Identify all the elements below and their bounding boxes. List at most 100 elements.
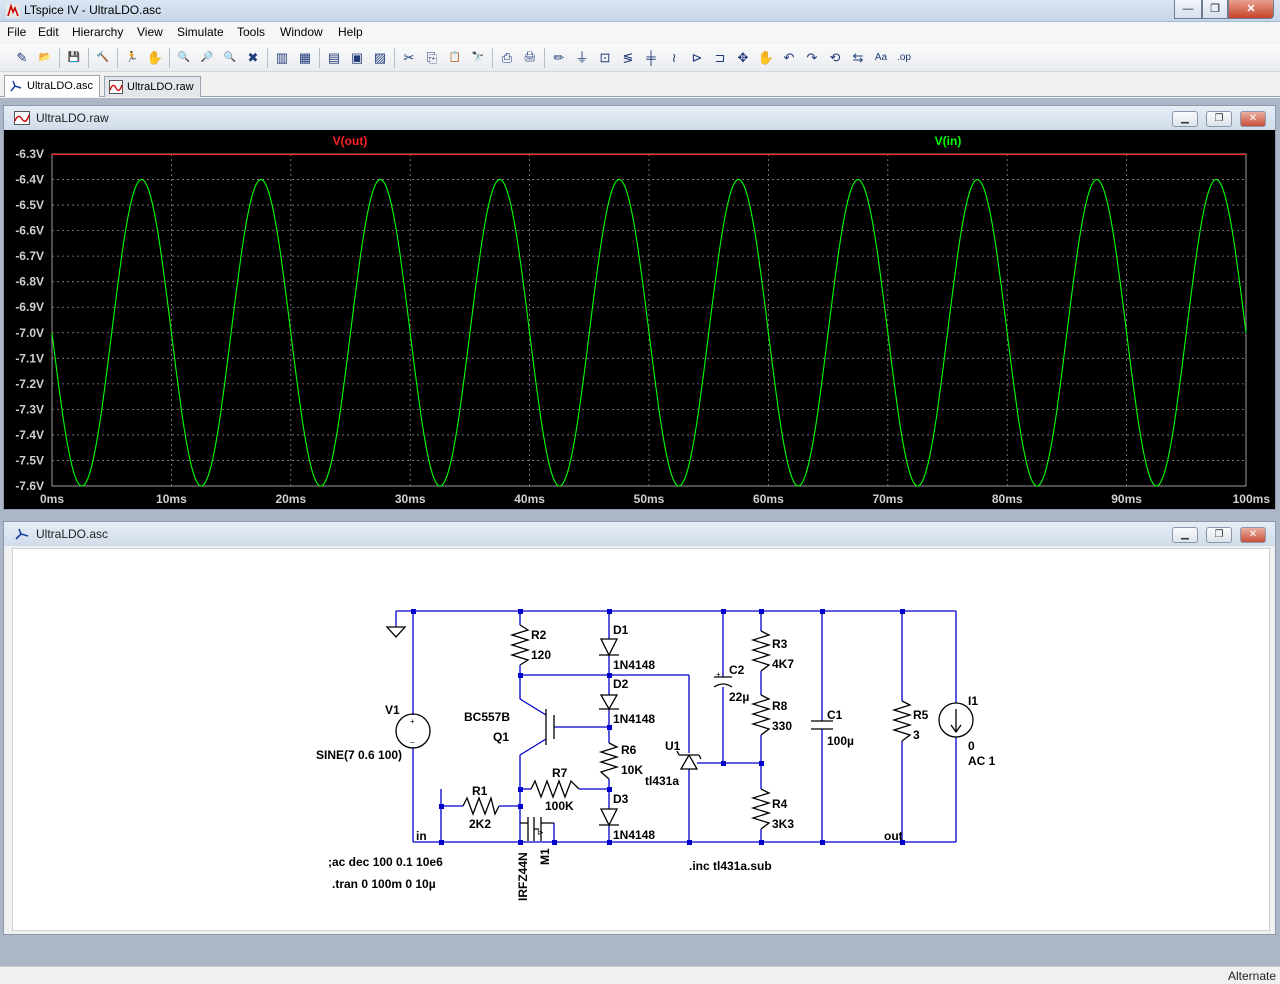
- d1-symbol[interactable]: [599, 638, 619, 657]
- spice-directive-icon[interactable]: .op: [897, 52, 911, 63]
- tile-horizontal-icon[interactable]: ▤: [327, 50, 341, 65]
- ac-directive: ;ac dec 100 0.1 10e6: [328, 855, 443, 869]
- tab-ultraldo-raw[interactable]: UltraLDO.raw: [104, 76, 201, 97]
- component-labels: V1 SINE(7 0.6 100) R2 120 D1 1N4148 D2 1…: [316, 623, 996, 901]
- print-icon[interactable]: 🖨: [523, 52, 537, 63]
- drag-icon[interactable]: ✋: [757, 50, 775, 65]
- tran-directive: .tran 0 100m 0 10µ: [332, 877, 436, 891]
- text-icon[interactable]: Aa: [874, 52, 888, 63]
- autorange-icon[interactable]: ▥: [275, 50, 289, 65]
- r3-symbol[interactable]: [750, 630, 772, 672]
- inc-directive: .inc tl431a.sub: [689, 859, 772, 873]
- x-tick-label: 40ms: [514, 492, 545, 506]
- r8-symbol[interactable]: [750, 694, 772, 736]
- ground-icon[interactable]: ⏚: [575, 50, 589, 65]
- resistor-icon[interactable]: ≶: [622, 50, 634, 65]
- open-icon[interactable]: 📂: [38, 52, 52, 63]
- menu-bar: File Edit Hierarchy View Simulate Tools …: [0, 22, 1280, 42]
- c1-symbol[interactable]: [811, 720, 833, 730]
- zoom-out-icon[interactable]: 🔍: [223, 52, 237, 63]
- minimize-button[interactable]: —: [1174, 0, 1202, 19]
- close-windows-icon[interactable]: ▨: [373, 50, 387, 65]
- find-icon[interactable]: 🔭: [471, 52, 485, 63]
- diode-icon[interactable]: ⊳: [691, 50, 703, 65]
- menu-window[interactable]: Window: [280, 25, 323, 39]
- status-mode: Alternate: [1227, 969, 1276, 983]
- waveform-close-button[interactable]: ✕: [1240, 111, 1266, 127]
- label-net-icon[interactable]: ⊡: [599, 50, 611, 65]
- component-icon[interactable]: ⊐: [714, 50, 726, 65]
- maximize-button[interactable]: ❐: [1202, 0, 1228, 19]
- zoom-cancel-icon[interactable]: ✖: [247, 50, 259, 65]
- close-button[interactable]: ✕: [1228, 0, 1274, 19]
- schematic-minimize-button[interactable]: ▁: [1172, 527, 1198, 543]
- cascade-icon[interactable]: ▣: [350, 50, 364, 65]
- c2-value: 22µ: [729, 690, 749, 704]
- x-tick-label: 90ms: [1111, 492, 1142, 506]
- u1-symbol[interactable]: [676, 750, 702, 770]
- cut-icon[interactable]: ✂: [403, 50, 415, 65]
- save-icon[interactable]: 💾: [67, 52, 81, 63]
- menu-tools[interactable]: Tools: [237, 25, 266, 39]
- halt-icon[interactable]: ✋: [146, 50, 164, 65]
- schematic-restore-button[interactable]: ❐: [1206, 527, 1232, 543]
- zoom-in-icon[interactable]: 🔍: [177, 52, 191, 63]
- m1-symbol[interactable]: [520, 817, 554, 841]
- mirror-icon[interactable]: ⇆: [852, 50, 864, 65]
- r5-symbol[interactable]: [891, 700, 913, 742]
- waveform-icon: [14, 111, 30, 125]
- svg-text:⊳: ⊳: [537, 828, 544, 837]
- redo-icon[interactable]: ↷: [806, 50, 818, 65]
- v1-symbol[interactable]: [395, 713, 431, 749]
- draw-wire-icon[interactable]: ✏: [553, 50, 565, 65]
- schematic-window-title: UltraLDO.asc: [36, 527, 109, 541]
- v1-value: SINE(7 0.6 100): [316, 748, 402, 762]
- menu-view[interactable]: View: [137, 25, 163, 39]
- d2-symbol[interactable]: [599, 694, 619, 711]
- c2-symbol[interactable]: [713, 676, 733, 688]
- r2-symbol[interactable]: [509, 624, 531, 666]
- schematic-canvas[interactable]: + − + ⊳: [12, 548, 1270, 931]
- menu-simulate[interactable]: Simulate: [177, 25, 224, 39]
- menu-edit[interactable]: Edit: [38, 25, 59, 39]
- schematic-components: [385, 624, 974, 841]
- menu-hierarchy[interactable]: Hierarchy: [72, 25, 124, 39]
- waveform-window-titlebar: UltraLDO.raw ▁ ❐ ✕: [4, 106, 1275, 130]
- waveform-plot[interactable]: -6.3V-6.4V-6.5V-6.6V-6.7V-6.8V-6.9V-7.0V…: [4, 130, 1275, 509]
- r1-symbol[interactable]: [462, 795, 500, 816]
- menu-file[interactable]: File: [7, 25, 27, 39]
- move-icon[interactable]: ✥: [737, 50, 749, 65]
- run-icon[interactable]: 🏃: [125, 52, 139, 63]
- r4-symbol[interactable]: [750, 788, 772, 830]
- control-panel-icon[interactable]: 🔨: [96, 52, 110, 63]
- u1-label: U1: [665, 739, 681, 753]
- undo-icon[interactable]: ↶: [783, 50, 795, 65]
- new-schematic-icon[interactable]: ✎: [16, 50, 28, 65]
- d3-symbol[interactable]: [599, 808, 619, 827]
- r7-symbol[interactable]: [530, 779, 580, 799]
- capacitor-icon[interactable]: ╪: [646, 50, 656, 65]
- ground-symbol[interactable]: [385, 626, 407, 638]
- waveform-window-title: UltraLDO.raw: [36, 111, 109, 125]
- trace-vin[interactable]: [51, 178, 1247, 487]
- print-preview-icon[interactable]: ⎙: [501, 50, 513, 65]
- r2-label: R2: [531, 628, 547, 642]
- trace-label-vout[interactable]: V(out): [333, 134, 368, 148]
- zoom-pan-icon[interactable]: 🔎: [200, 52, 214, 63]
- trace-label-vin[interactable]: V(in): [935, 134, 962, 148]
- zoom-fit-icon[interactable]: ▦: [298, 50, 312, 65]
- schematic-close-button[interactable]: ✕: [1240, 527, 1266, 543]
- inductor-icon[interactable]: ≀: [671, 50, 677, 65]
- copy-icon[interactable]: ⎘: [426, 50, 438, 65]
- r6-symbol[interactable]: [598, 742, 620, 780]
- paste-icon[interactable]: 📋: [448, 52, 462, 63]
- rotate-icon[interactable]: ⟲: [829, 50, 841, 65]
- schematic-icon: [10, 80, 22, 92]
- r1-value: 2K2: [469, 817, 491, 831]
- toolbar-separator: [169, 48, 170, 68]
- tab-ultraldo-asc[interactable]: UltraLDO.asc: [4, 75, 101, 97]
- menu-help[interactable]: Help: [338, 25, 363, 39]
- waveform-restore-button[interactable]: ❐: [1206, 111, 1232, 127]
- waveform-minimize-button[interactable]: ▁: [1172, 111, 1198, 127]
